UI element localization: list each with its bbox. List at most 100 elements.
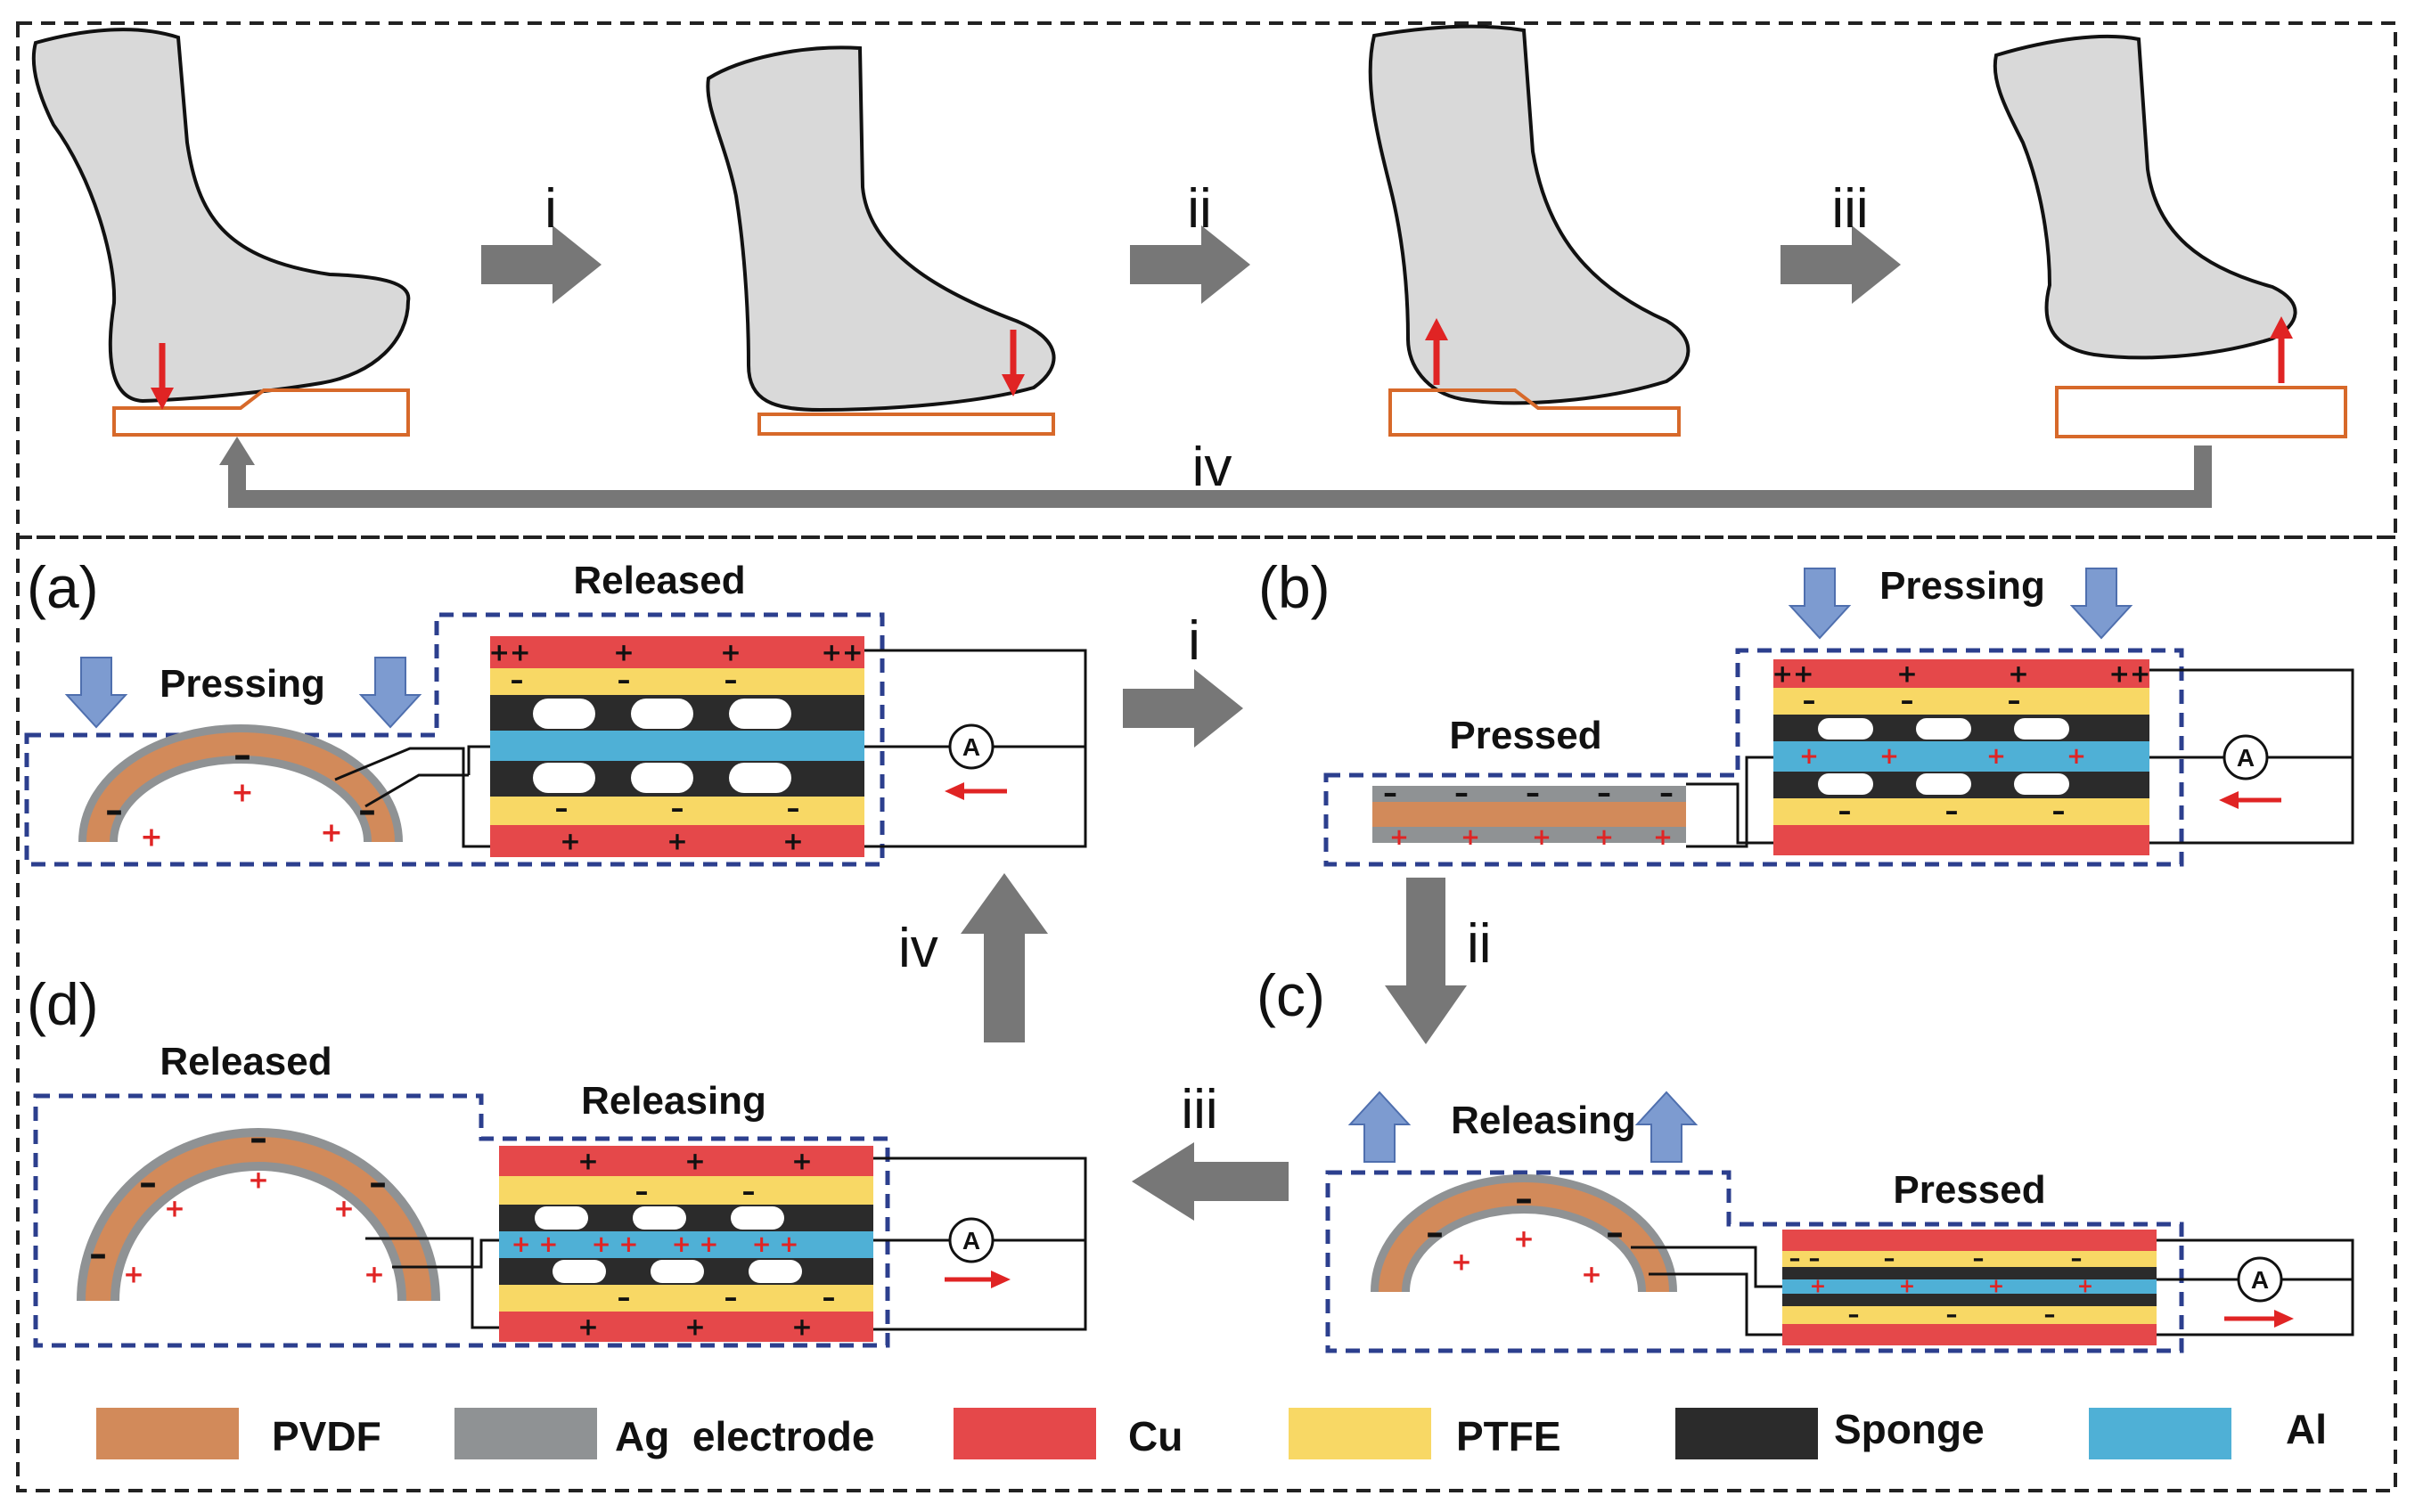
svg-text:++: ++ bbox=[489, 638, 531, 667]
step-i-label: i bbox=[544, 178, 557, 240]
svg-text:+: + bbox=[667, 827, 687, 856]
panel-b-label: (b) bbox=[1258, 554, 1330, 620]
svg-text:–: – bbox=[618, 666, 631, 697]
panel-c-teng-stack: – – – – – + + + + – – – bbox=[1782, 1230, 2157, 1345]
release-arrow-c-left bbox=[1349, 1091, 1410, 1163]
svg-text:++: ++ bbox=[2109, 659, 2151, 689]
panel-b-dashed-outline bbox=[1323, 648, 2184, 867]
panel-b: (b) Pressed Pressing – – – – – + + + + + bbox=[1258, 554, 2354, 867]
svg-text:–: – bbox=[1515, 1179, 1533, 1220]
foot-flat bbox=[706, 45, 1056, 436]
panel-a-ammeter bbox=[948, 723, 995, 770]
legend-label-al: Al bbox=[2286, 1406, 2327, 1452]
step-iv-arrow-lower bbox=[961, 873, 1048, 1042]
step-iv-arrowhead bbox=[219, 437, 255, 465]
panel-b-ammeter bbox=[2223, 734, 2269, 781]
svg-text:+: + bbox=[1879, 743, 1899, 770]
svg-text:+: + bbox=[684, 1147, 705, 1176]
legend-label-ptfe: PTFE bbox=[1456, 1413, 1561, 1459]
svg-text:+ +: + + bbox=[512, 1231, 559, 1258]
panel-a-current-arrow bbox=[945, 782, 1007, 800]
foot-toe-lift bbox=[1993, 34, 2347, 438]
insole-flat bbox=[757, 413, 1055, 436]
svg-text:–: – bbox=[1848, 1302, 1860, 1328]
svg-text:+: + bbox=[684, 1312, 705, 1342]
step-iv-return-arrow bbox=[228, 445, 2212, 508]
svg-text:+: + bbox=[1532, 824, 1551, 851]
foot-heel-lift bbox=[1368, 24, 1690, 437]
panel-b-state: Pressed bbox=[1449, 714, 1601, 757]
svg-text:+: + bbox=[720, 638, 741, 667]
svg-text:–: – bbox=[2044, 1302, 2056, 1328]
svg-text:+: + bbox=[140, 822, 162, 854]
panel-c-current-arrow bbox=[2224, 1310, 2294, 1328]
step-i-arrow-lower bbox=[1123, 669, 1243, 748]
svg-text:–: – bbox=[250, 1118, 267, 1159]
svg-text:+: + bbox=[164, 1194, 184, 1223]
svg-text:++: ++ bbox=[1772, 659, 1814, 689]
svg-text:+: + bbox=[613, 638, 634, 667]
foot-heel-strike bbox=[31, 28, 411, 437]
svg-text:+: + bbox=[1653, 824, 1673, 851]
svg-text:–: – bbox=[358, 790, 376, 831]
svg-text:+: + bbox=[577, 1312, 598, 1342]
svg-text:+: + bbox=[248, 1165, 268, 1195]
legend-swatch-cu bbox=[954, 1408, 1096, 1459]
svg-text:–: – bbox=[1659, 776, 1674, 810]
svg-text:+: + bbox=[1581, 1260, 1601, 1289]
svg-text:–: – bbox=[369, 1163, 387, 1204]
legend-swatch-pvdf bbox=[96, 1408, 239, 1459]
step-ii-label: ii bbox=[1187, 178, 1212, 240]
svg-text:+: + bbox=[1389, 824, 1409, 851]
svg-text:–: – bbox=[724, 1283, 738, 1314]
svg-text:+: + bbox=[1451, 1247, 1471, 1277]
legend-swatch-ptfe bbox=[1289, 1408, 1431, 1459]
svg-text:A: A bbox=[962, 1227, 980, 1255]
panel-b-teng-stack: ++ + + ++ – – – + + + + – – – bbox=[1772, 659, 2151, 855]
panel-a-state: Released bbox=[573, 559, 745, 602]
svg-text:+: + bbox=[791, 1312, 812, 1342]
svg-text:–: – bbox=[671, 794, 684, 825]
svg-text:+: + bbox=[782, 827, 803, 856]
panel-d: (d) Released Releasing – – – – + + + + + bbox=[27, 971, 1087, 1348]
svg-text:–: – bbox=[742, 1177, 756, 1208]
svg-text:+: + bbox=[1896, 659, 1917, 689]
svg-text:+: + bbox=[560, 827, 580, 856]
legend-swatch-ag-electrode bbox=[454, 1408, 597, 1459]
svg-text:+: + bbox=[1594, 824, 1614, 851]
panel-d-dashed-outline bbox=[33, 1093, 890, 1348]
svg-text:+: + bbox=[791, 1147, 812, 1176]
panel-d-current-arrow bbox=[945, 1271, 1011, 1288]
step-ii-label-lower: ii bbox=[1467, 913, 1492, 975]
legend-label-sponge: Sponge bbox=[1834, 1406, 1985, 1452]
svg-text:+ +: + + bbox=[592, 1231, 639, 1258]
svg-text:–: – bbox=[635, 1177, 649, 1208]
step-iv-label-lower: iv bbox=[898, 918, 938, 979]
pvdf-arch bbox=[86, 732, 395, 843]
svg-text:+: + bbox=[1799, 743, 1819, 770]
svg-text:–: – bbox=[2008, 686, 2021, 717]
release-arrow-c-right bbox=[1636, 1091, 1697, 1163]
panel-d-teng-stack: + + + – – + + + + + + + + – – – + + + bbox=[499, 1146, 873, 1342]
svg-text:–: – bbox=[787, 794, 800, 825]
panel-c: (c) Releasing Pressed – – – + + + – – – … bbox=[1257, 962, 2354, 1353]
panel-c-releasing: Releasing bbox=[1451, 1099, 1636, 1142]
svg-text:–: – bbox=[1426, 1213, 1444, 1254]
svg-text:–: – bbox=[1901, 686, 1914, 717]
press-arrow-b-right bbox=[2071, 568, 2132, 639]
svg-text:+: + bbox=[1810, 1276, 1826, 1298]
legend-label-ag-electrode: Ag electrode bbox=[615, 1413, 874, 1459]
step-ii-arrow-lower bbox=[1385, 878, 1467, 1044]
svg-text:+: + bbox=[364, 1260, 384, 1289]
svg-text:+: + bbox=[320, 818, 342, 849]
svg-text:–: – bbox=[89, 1234, 107, 1275]
insole-flat-2 bbox=[2055, 386, 2347, 438]
svg-text:–: – bbox=[618, 1283, 631, 1314]
svg-text:+: + bbox=[577, 1147, 598, 1176]
panel-c-ammeter bbox=[2237, 1256, 2283, 1303]
panel-c-label: (c) bbox=[1257, 962, 1325, 1028]
panel-a-pressing: Pressing bbox=[160, 662, 325, 706]
panel-a-teng-stack: ++ + + ++ – – – – – – + + + bbox=[489, 636, 864, 857]
svg-text:++: ++ bbox=[822, 638, 864, 667]
